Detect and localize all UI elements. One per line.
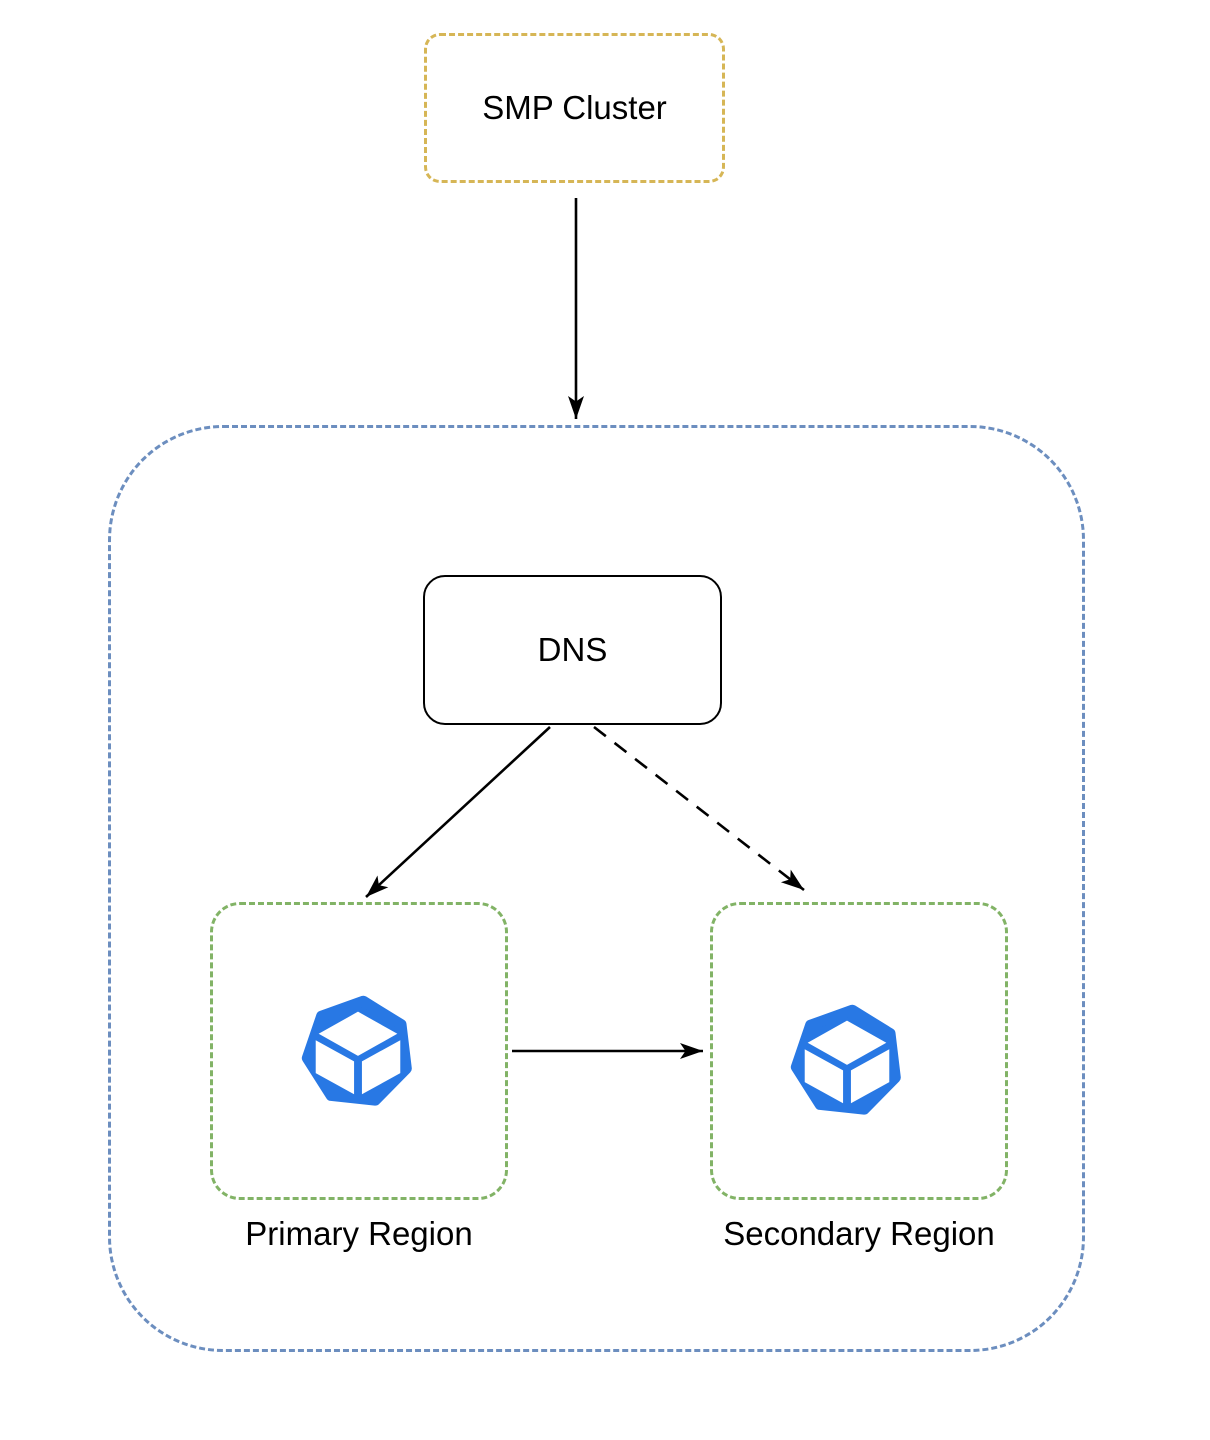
primary-region-label: Primary Region [245,1215,473,1252]
cube-heptagon-icon [790,1004,901,1115]
secondary-region-label: Secondary Region [723,1215,995,1252]
outer-container-box [108,425,1085,1352]
node-dns-label: DNS [537,631,608,669]
cube-heptagon-icon [301,995,412,1106]
node-dns: DNS [423,575,722,725]
node-smp-cluster-label: SMP Cluster [482,89,667,127]
node-primary-region [210,902,508,1200]
node-smp-cluster: SMP Cluster [424,33,725,183]
